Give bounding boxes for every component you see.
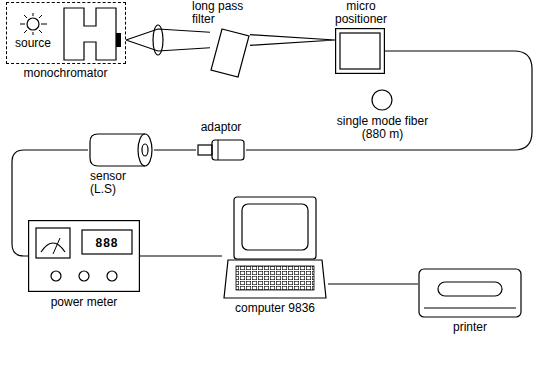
fiber-coil: single mode fiber (880 m) <box>330 88 435 142</box>
printer: printer <box>418 268 522 334</box>
long-pass-filter: long pass filter <box>192 0 254 80</box>
node-label: sensor (L.S) <box>90 170 142 196</box>
filter-plate <box>210 28 250 78</box>
sensor: sensor (L.S) <box>88 132 154 198</box>
display-digits: 888 <box>82 233 132 253</box>
node-label: printer <box>418 321 522 334</box>
meter-case <box>28 220 140 292</box>
cable <box>328 283 418 284</box>
source-lamp <box>11 13 55 35</box>
printer-body <box>418 268 522 318</box>
adaptor-plug <box>196 138 246 162</box>
light-source: source <box>11 13 55 53</box>
node-label: single mode fiber (880 m) <box>330 115 435 141</box>
cable <box>140 255 222 256</box>
sensor-head <box>88 132 154 168</box>
node-label: computer 9836 <box>222 302 328 315</box>
node-label: monochromator <box>6 67 126 80</box>
node-label: adaptor <box>196 121 246 134</box>
micro-positioner: micro positioner <box>328 0 394 76</box>
optical-fiber <box>246 51 532 150</box>
cable <box>12 150 88 256</box>
computer-unit <box>222 196 328 300</box>
cable <box>154 149 196 150</box>
node-label: long pass filter <box>192 0 254 26</box>
exit-slit <box>116 33 121 47</box>
monochromator-box: monochromatorsource <box>6 2 126 64</box>
positioner-stage <box>335 28 385 74</box>
monochromator-body <box>64 8 116 60</box>
power-meter: power meter <box>28 220 140 312</box>
node-label: micro positioner <box>328 0 394 26</box>
adaptor: adaptor <box>196 120 246 162</box>
node-label: source <box>11 37 55 50</box>
node-label: power meter <box>28 296 140 309</box>
fiber-spool <box>370 88 394 112</box>
light-ray <box>250 35 335 46</box>
light-ray <box>126 29 210 51</box>
computer: computer 9836 <box>222 196 328 316</box>
